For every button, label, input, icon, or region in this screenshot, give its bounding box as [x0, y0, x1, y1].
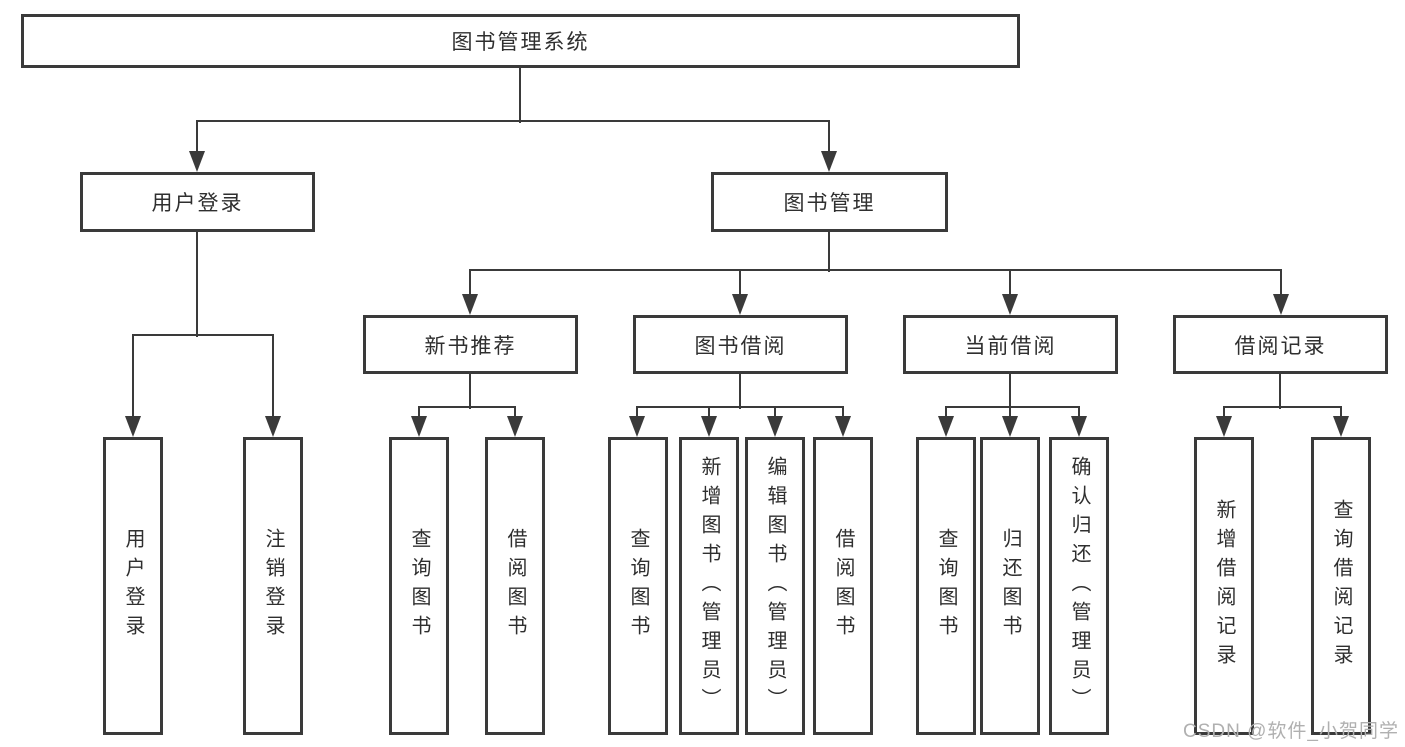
leaf-edit-books-admin: 编辑图书（管理员）: [745, 437, 805, 735]
leaf-add-borrow-record: 新增借阅记录: [1194, 437, 1254, 735]
arrow-down-icon: [507, 416, 523, 437]
leaf-label: 注销登录: [262, 528, 284, 644]
watermark: CSDN @软件_小贺同学: [1183, 721, 1399, 742]
arrow-down-icon: [629, 416, 645, 437]
connector-drop: [828, 121, 830, 154]
connector-drop: [1280, 270, 1282, 297]
arrow-down-icon: [732, 294, 748, 315]
connector-bar: [636, 406, 844, 408]
connector-drop: [636, 407, 638, 419]
node-borrow-records: 借阅记录: [1173, 315, 1388, 374]
arrow-down-icon: [1216, 416, 1232, 437]
leaf-label: 借阅图书: [832, 528, 854, 644]
node-current-borrow-label: 当前借阅: [964, 334, 1057, 358]
connector-drop: [945, 407, 947, 419]
connector-drop: [514, 407, 516, 419]
arrow-down-icon: [1002, 294, 1018, 315]
leaf-label: 查询图书: [935, 528, 957, 644]
connector-stem: [739, 374, 741, 409]
leaf-user-login: 用户登录: [103, 437, 163, 735]
leaf-return-books: 归还图书: [980, 437, 1040, 735]
leaf-label: 归还图书: [999, 528, 1021, 644]
node-book-borrow-label: 图书借阅: [694, 334, 787, 358]
leaf-label: 查询图书: [408, 528, 430, 644]
arrow-down-icon: [1333, 416, 1349, 437]
node-book-management-label: 图书管理: [783, 192, 876, 215]
connector-bar: [132, 334, 274, 336]
arrow-down-icon: [125, 416, 141, 437]
connector-stem: [828, 232, 830, 272]
node-new-book-recommend: 新书推荐: [363, 315, 578, 374]
leaf-query-borrow-record: 查询借阅记录: [1311, 437, 1371, 735]
arrow-down-icon: [701, 416, 717, 437]
leaf-confirm-return-admin: 确认归还（管理员）: [1049, 437, 1109, 735]
arrow-down-icon: [411, 416, 427, 437]
leaf-query-books-1: 查询图书: [389, 437, 449, 735]
leaf-query-books-3: 查询图书: [916, 437, 976, 735]
connector-bar: [196, 120, 830, 122]
connector-drop: [1078, 407, 1080, 419]
connector-stem: [519, 68, 521, 123]
leaf-label: 查询借阅记录: [1330, 499, 1352, 673]
connector-drop: [1340, 407, 1342, 419]
leaf-borrow-books-2: 借阅图书: [813, 437, 873, 735]
arrow-down-icon: [1071, 416, 1087, 437]
connector-drop: [272, 335, 274, 419]
connector-drop: [774, 407, 776, 419]
leaf-label: 确认归还（管理员）: [1068, 455, 1090, 717]
connector-drop: [469, 270, 471, 297]
connector-bar: [469, 269, 1282, 271]
leaf-logout: 注销登录: [243, 437, 303, 735]
connector-bar: [1223, 406, 1342, 408]
leaf-label: 新增图书（管理员）: [698, 455, 720, 717]
leaf-label: 新增借阅记录: [1213, 499, 1235, 673]
node-user-login: 用户登录: [80, 172, 315, 232]
leaf-query-books-2: 查询图书: [608, 437, 668, 735]
arrow-down-icon: [835, 416, 851, 437]
leaf-label: 用户登录: [122, 528, 144, 644]
connector-stem: [469, 374, 471, 409]
connector-drop: [1223, 407, 1225, 419]
node-current-borrow: 当前借阅: [903, 315, 1118, 374]
node-user-login-label: 用户登录: [151, 192, 244, 215]
connector-drop: [842, 407, 844, 419]
connector-drop: [1009, 270, 1011, 297]
node-new-book-recommend-label: 新书推荐: [424, 334, 517, 358]
arrow-down-icon: [821, 151, 837, 172]
connector-drop: [1009, 407, 1011, 419]
leaf-borrow-books-1: 借阅图书: [485, 437, 545, 735]
connector-drop: [132, 335, 134, 419]
connector-stem: [196, 232, 198, 337]
arrow-down-icon: [938, 416, 954, 437]
connector-drop: [418, 407, 420, 419]
leaf-label: 借阅图书: [504, 528, 526, 644]
node-root: 图书管理系统: [21, 14, 1020, 68]
connector-bar: [945, 406, 1080, 408]
connector-drop: [708, 407, 710, 419]
node-book-borrow: 图书借阅: [633, 315, 848, 374]
leaf-label: 编辑图书（管理员）: [764, 455, 786, 717]
arrow-down-icon: [1002, 416, 1018, 437]
node-root-label: 图书管理系统: [451, 31, 590, 54]
connector-drop: [196, 121, 198, 154]
arrow-down-icon: [189, 151, 205, 172]
node-borrow-records-label: 借阅记录: [1234, 334, 1327, 358]
arrow-down-icon: [1273, 294, 1289, 315]
connector-stem: [1279, 374, 1281, 409]
connector-bar: [418, 406, 516, 408]
node-book-management: 图书管理: [711, 172, 948, 232]
connector-drop: [739, 270, 741, 297]
leaf-add-books-admin: 新增图书（管理员）: [679, 437, 739, 735]
arrow-down-icon: [265, 416, 281, 437]
arrow-down-icon: [462, 294, 478, 315]
arrow-down-icon: [767, 416, 783, 437]
connector-stem: [1009, 374, 1011, 409]
leaf-label: 查询图书: [627, 528, 649, 644]
